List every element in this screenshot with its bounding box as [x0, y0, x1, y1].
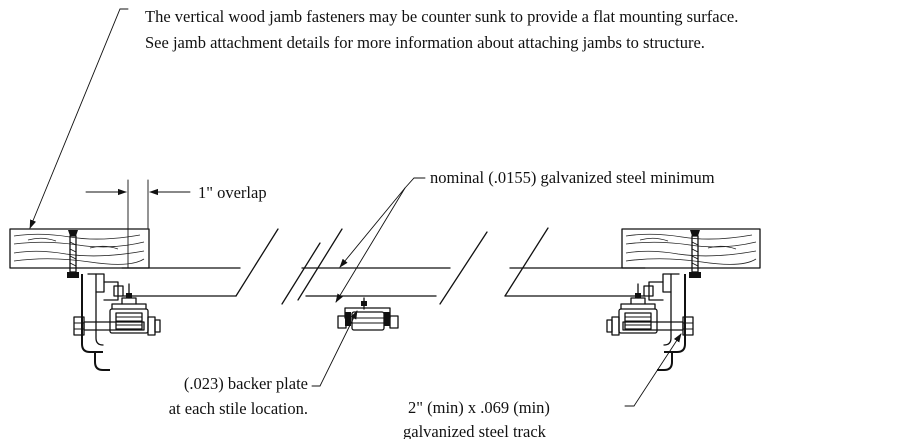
leader-countersink — [29, 8, 129, 229]
track-hardware-right — [606, 273, 694, 371]
label-backer-plate: (.023) backer plate — [184, 374, 308, 393]
leader-sheet-steel — [404, 177, 426, 189]
label-backer-location: at each stile location. — [169, 399, 308, 418]
note-jamb-details: See jamb attachment details for more inf… — [145, 33, 705, 52]
wood-jamb-left — [9, 228, 150, 278]
track-hardware-left — [73, 273, 161, 371]
label-overlap: 1" overlap — [198, 183, 267, 202]
label-track-size: 2" (min) x .069 (min) — [408, 398, 550, 417]
door-panel — [121, 227, 646, 305]
note-countersink: The vertical wood jamb fasteners may be … — [145, 7, 738, 26]
overlap-dimension — [85, 179, 191, 269]
wood-jamb-right — [621, 228, 761, 278]
label-sheet-steel: nominal (.0155) galvanized steel minimum — [430, 168, 715, 187]
leader-track — [624, 333, 682, 407]
leader-backer-plate — [311, 310, 358, 387]
label-track-material: galvanized steel track — [403, 422, 547, 439]
center-stile-hardware — [337, 297, 399, 331]
